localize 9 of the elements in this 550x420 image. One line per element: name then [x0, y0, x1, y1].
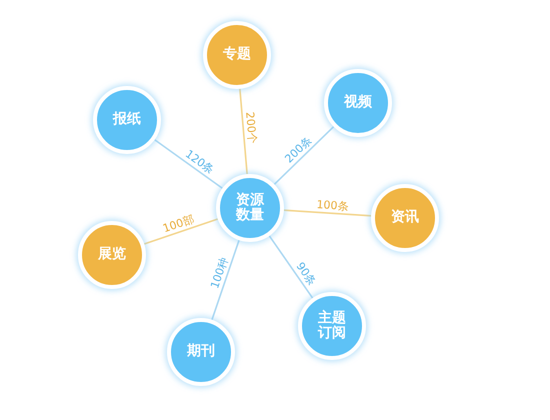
connector-line	[144, 218, 218, 245]
connector-line	[274, 126, 334, 185]
connector-line	[154, 139, 223, 189]
connector-line	[268, 235, 314, 299]
circle-node: 资源数量	[216, 174, 284, 242]
edge-label: 200个	[243, 109, 260, 146]
connector-line	[239, 88, 248, 174]
connector-line	[284, 209, 372, 217]
connector-line	[211, 240, 240, 320]
